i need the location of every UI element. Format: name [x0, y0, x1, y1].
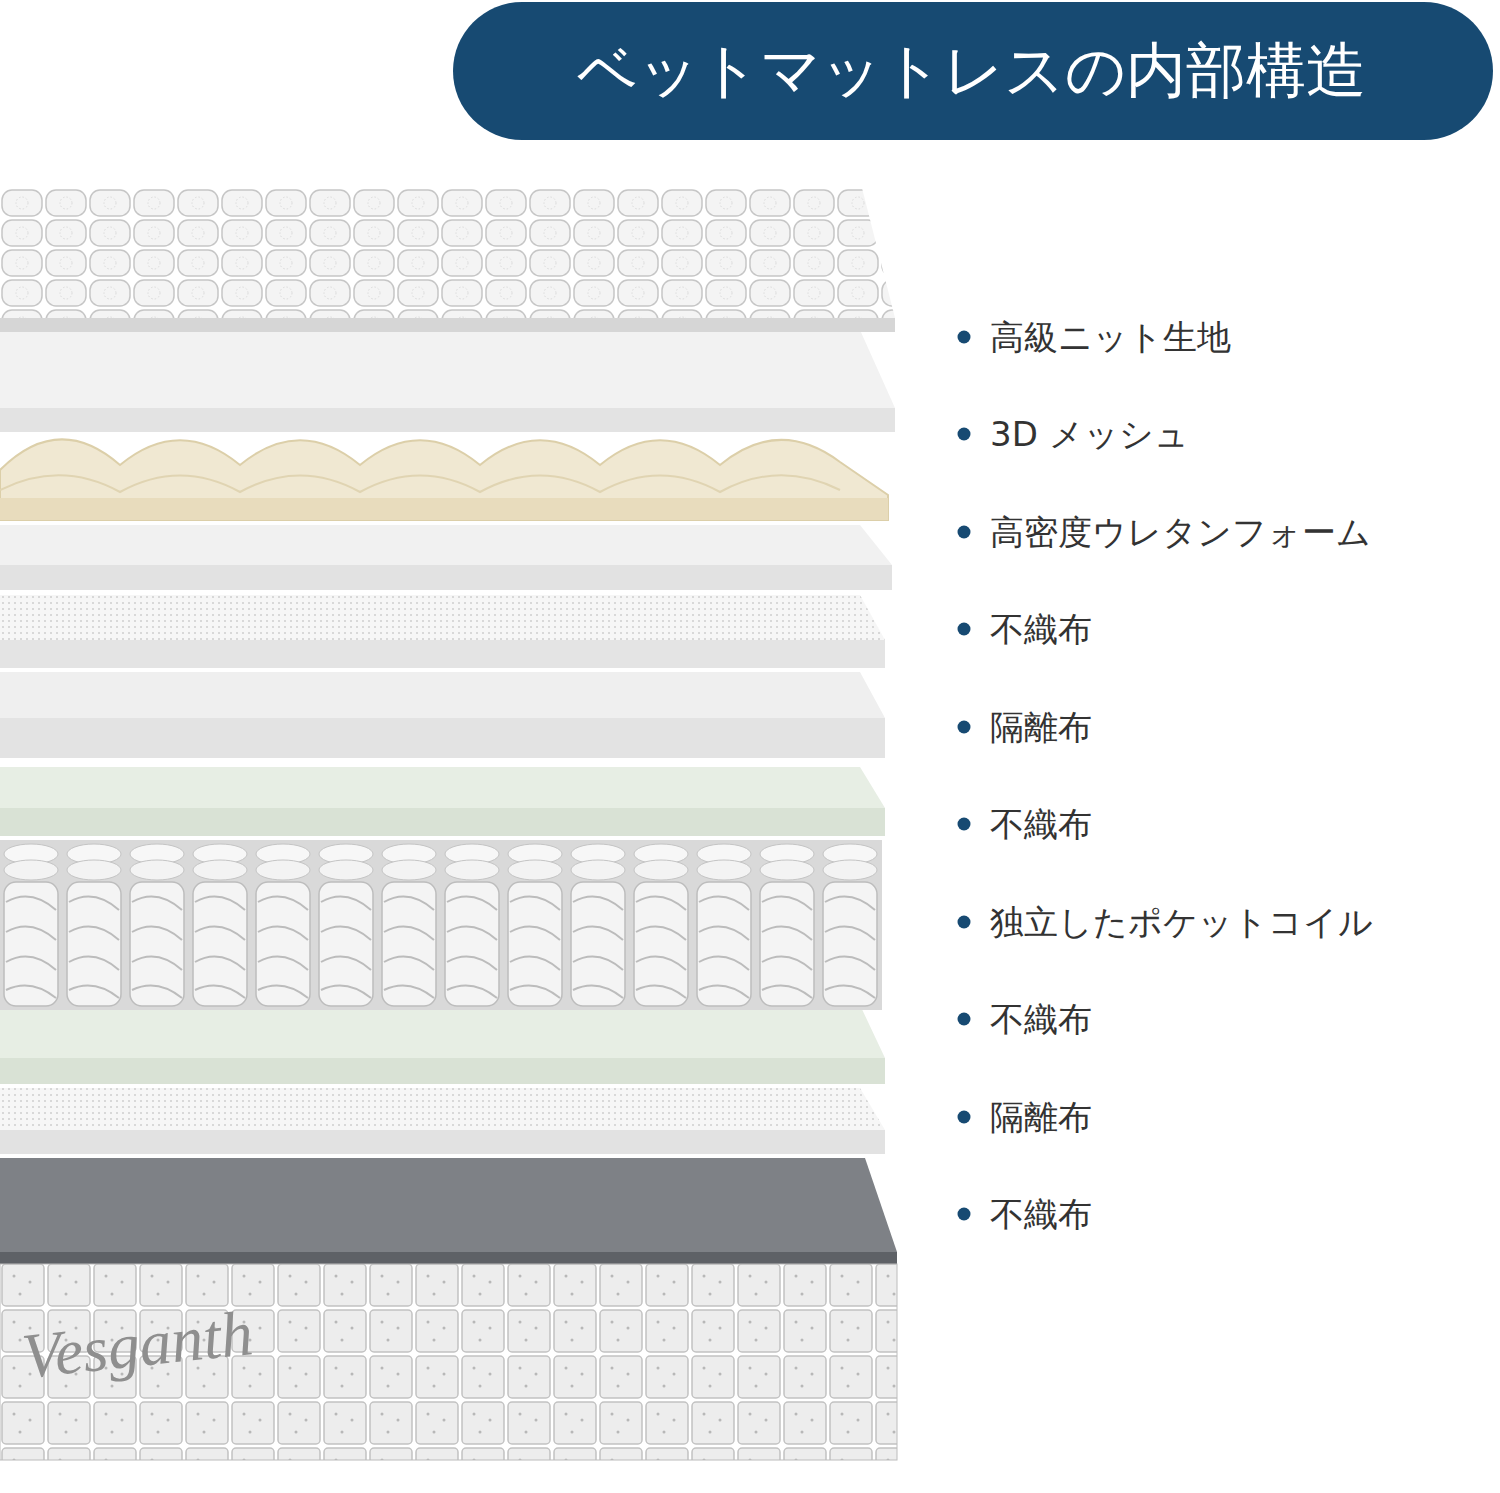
- knit-surface: [0, 188, 895, 318]
- layer-top: [0, 330, 895, 408]
- bullet: [958, 1208, 971, 1221]
- title-pill: [453, 2, 1493, 140]
- layer-top: [0, 1088, 885, 1130]
- bullet: [958, 916, 971, 929]
- layer-label: 隔離布: [990, 706, 1092, 748]
- layer-edge: [0, 640, 885, 668]
- mesh-layer: [0, 595, 885, 668]
- bullet: [958, 623, 971, 636]
- layer-edge: [0, 1058, 885, 1084]
- layer-label: 高級ニット生地: [990, 316, 1231, 358]
- base-top: [0, 1158, 897, 1252]
- foam-layer: [0, 525, 892, 590]
- bullet: [958, 428, 971, 441]
- layer-edge: [0, 408, 895, 432]
- title: ベットマットレスの内部構造: [577, 31, 1366, 112]
- bullet: [958, 818, 971, 831]
- foam-layer: [0, 330, 895, 432]
- layer-top: [0, 1005, 885, 1058]
- layer-top: [0, 672, 885, 718]
- wave-line: [0, 475, 840, 492]
- title-area: ベットマットレスの内部構造: [453, 2, 1490, 140]
- layer-edge: [0, 1130, 885, 1154]
- layer-label: 不織布: [990, 608, 1092, 650]
- separator-layer: [0, 1088, 885, 1154]
- felt-layer: [0, 1005, 885, 1084]
- felt-layer: [0, 767, 885, 836]
- layer-edge: [0, 565, 892, 590]
- pocket-coils: [0, 840, 882, 1010]
- layer-top: [0, 595, 885, 640]
- quilted-side: [0, 1264, 897, 1460]
- bullets: [958, 331, 971, 1221]
- layer-edge: [0, 718, 885, 758]
- knit-top: [0, 188, 895, 332]
- layer-top: [0, 767, 885, 808]
- base-edge: [0, 1252, 897, 1264]
- bullet: [958, 721, 971, 734]
- layer-label: 隔離布: [990, 1096, 1092, 1138]
- wave-foam: [0, 439, 888, 520]
- bullet: [958, 1013, 971, 1026]
- layer-label: 不織布: [990, 803, 1092, 845]
- layer-top: [0, 525, 892, 565]
- wave-top: [0, 439, 888, 520]
- layer-label: 不織布: [990, 1193, 1092, 1235]
- layer-label: 3D メッシュ: [990, 413, 1189, 455]
- layer-edge: [0, 318, 895, 332]
- separator-layer: [0, 672, 885, 758]
- mattress-base: [0, 1158, 897, 1460]
- layer-edge: [0, 498, 888, 520]
- bullet: [958, 331, 971, 344]
- bullet: [958, 526, 971, 539]
- bullet: [958, 1111, 971, 1124]
- layer-label: 高密度ウレタンフォーム: [990, 511, 1371, 553]
- layer-label: 独立したポケットコイル: [990, 901, 1373, 943]
- layer-edge: [0, 808, 885, 836]
- layer-label: 不織布: [990, 998, 1092, 1040]
